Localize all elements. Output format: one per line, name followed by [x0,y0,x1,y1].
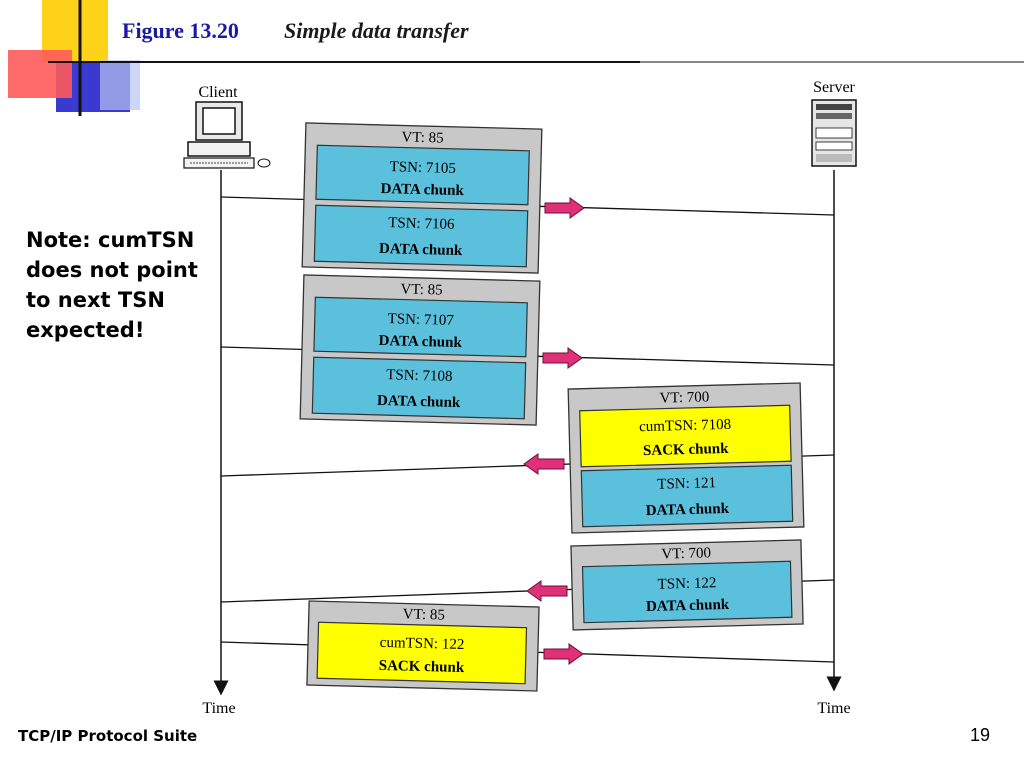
chunk-tsn: TSN: 7108 [386,367,453,385]
packet-5: VT: 85 cumTSN: 122 SACK chunk [306,600,540,692]
header-rule-fade [640,60,1024,63]
sack-chunk [316,621,528,685]
arrow-right-icon [542,347,583,369]
page-number: 19 [970,725,991,745]
chunk-type: DATA chunk [378,333,462,351]
data-chunk [315,144,530,206]
server-label: Server [813,79,855,96]
chunk-tsn: TSN: 7106 [388,215,455,233]
server-time-label: Time [817,700,850,717]
chunk-type: SACK chunk [643,441,729,459]
arrow-left-icon [526,580,568,602]
chunk-tsn: TSN: 7107 [387,311,454,329]
packet-2: VT: 85 TSN: 7107 DATA chunk TSN: 7108 DA… [299,274,541,426]
corner-decoration [8,0,1024,116]
footer-suite: TCP/IP Protocol Suite [18,727,198,745]
cumtsn-note: Note: cumTSN does not point to next TSN … [26,228,198,342]
chunk-tsn: TSN: 121 [657,475,716,493]
chunk-type: SACK chunk [379,658,465,676]
data-chunk [313,204,529,268]
chunk-tsn: TSN: 122 [657,575,716,593]
data-chunk [580,464,794,528]
packet-1: VT: 85 TSN: 7105 DATA chunk TSN: 7106 DA… [301,122,543,274]
figure-title: Simple data transfer [284,18,469,43]
chunk-type: DATA chunk [646,501,730,519]
packet-vt: VT: 85 [401,129,444,146]
arrow-right-icon [544,197,585,219]
data-chunk [311,356,527,420]
chunk-type: DATA chunk [379,241,463,259]
data-chunk [581,560,793,624]
server-icon [811,99,857,167]
client-label: Client [198,84,238,101]
chunk-type: DATA chunk [646,597,730,615]
packet-vt: VT: 85 [400,281,443,298]
data-chunk [313,296,528,358]
arrow-left-icon [523,453,565,475]
chunk-cumtsn: cumTSN: 7108 [639,417,731,435]
chunk-type: DATA chunk [380,181,464,199]
packet-vt: VT: 700 [661,545,711,562]
chunk-tsn: TSN: 7105 [389,159,456,177]
red-square [8,50,72,98]
blue-fade [100,60,140,110]
chunk-type: DATA chunk [377,393,461,411]
figure-label: Figure 13.20 [122,18,239,43]
packet-4: VT: 700 TSN: 122 DATA chunk [570,539,804,631]
sack-chunk [579,404,792,468]
client-computer-icon [183,101,271,169]
packet-3: VT: 700 cumTSN: 7108 SACK chunk TSN: 121… [567,382,805,534]
packet-vt: VT: 85 [403,606,446,623]
client-time-label: Time [202,700,235,717]
arrow-right-icon [543,643,584,665]
packet-vt: VT: 700 [659,389,709,406]
chunk-cumtsn: cumTSN: 122 [380,635,465,653]
